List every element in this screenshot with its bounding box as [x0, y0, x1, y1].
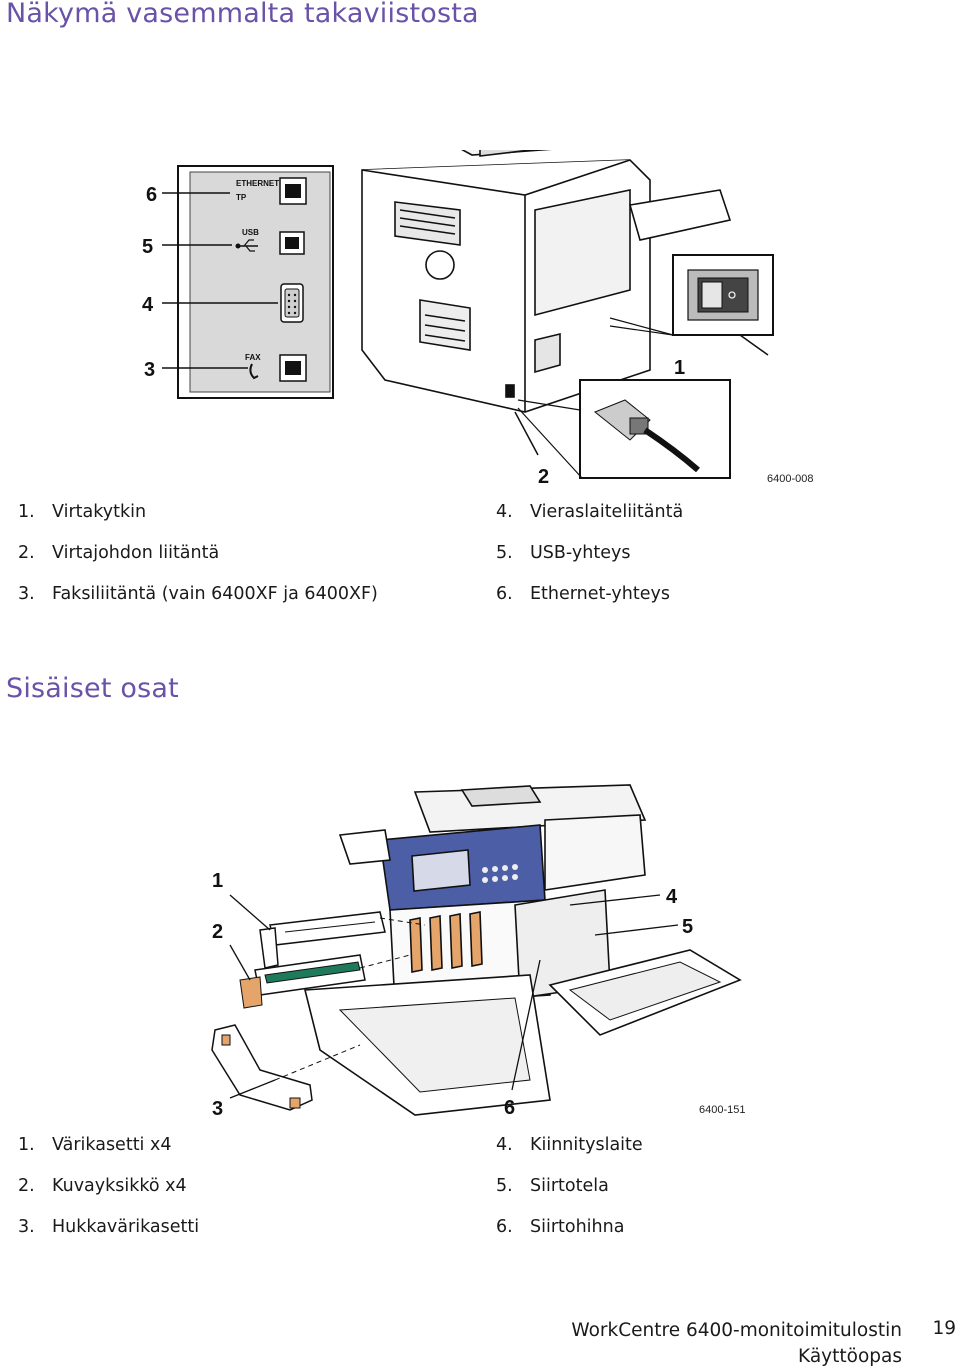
footer-guide-name: Käyttöopas — [798, 1346, 902, 1367]
figure-code-rear: 6400-008 — [767, 473, 814, 485]
callout-5: 5 — [142, 236, 153, 258]
legend-item: 2.Virtajohdon liitäntä — [18, 543, 220, 563]
toner-cartridge — [259, 911, 386, 969]
fax-port-icon — [279, 354, 307, 382]
internal-parts-legend-left: 1.Värikasetti x4 2.Kuvayksikkö x4 3.Hukk… — [18, 1125, 199, 1248]
callout-6: 6 — [504, 1097, 515, 1119]
legend-item: 1.Virtakytkin — [18, 502, 147, 522]
figure-code-internal: 6400-151 — [699, 1104, 746, 1116]
callout-4: 4 — [666, 886, 678, 908]
callout-1: 1 — [212, 870, 223, 892]
foreign-device-port-icon — [280, 283, 304, 323]
callout-3: 3 — [212, 1098, 223, 1120]
callout-4: 4 — [142, 294, 154, 316]
legend-item: 1.Värikasetti x4 — [18, 1135, 172, 1155]
callout-6: 6 — [146, 184, 157, 206]
rear-view-legend-left: 1.Virtakytkin 2.Virtajohdon liitäntä 3.F… — [18, 492, 378, 615]
phone-icon — [249, 363, 259, 380]
legend-item: 6.Siirtohihna — [496, 1217, 625, 1237]
legend-item: 5.Siirtotela — [496, 1176, 609, 1196]
legend-item: 3.Hukkavärikasetti — [18, 1217, 200, 1237]
internal-parts-legend-right: 4.Kiinnityslaite 5.Siirtotela 6.Siirtohi… — [496, 1125, 643, 1248]
rear-view-illustration: ETHERNET TP USB FAX 6 5 4 3 — [142, 150, 774, 488]
page-number: 19 — [932, 1318, 956, 1339]
callout-1: 1 — [674, 357, 685, 379]
callout-2: 2 — [212, 921, 223, 943]
ethernet-port-icon — [279, 177, 307, 205]
legend-item: 4.Vieraslaiteliitäntä — [496, 502, 684, 522]
legend-item: 6.Ethernet-yhteys — [496, 584, 670, 604]
section-title-rear-view: Näkymä vasemmalta takaviistosta — [6, 0, 479, 29]
usb-port-icon — [279, 231, 305, 255]
usb-symbol-icon — [235, 239, 258, 252]
printer-open-body — [338, 784, 647, 1006]
rear-view-legend-right: 4.Vieraslaiteliitäntä 5.USB-yhteys 6.Eth… — [496, 492, 683, 615]
footer-product-name: WorkCentre 6400-monitoimitulostin — [571, 1320, 902, 1341]
section-title-internal-parts: Sisäiset osat — [6, 673, 179, 704]
power-switch-inset — [672, 254, 774, 336]
legend-item: 3.Faksiliitäntä (vain 6400XF ja 6400XF) — [18, 584, 378, 604]
tp-label: TP — [236, 193, 247, 202]
internal-parts-illustration: 1 2 3 4 5 6 — [211, 784, 742, 1120]
usb-label: USB — [242, 228, 259, 237]
callout-2: 2 — [538, 466, 549, 488]
waste-toner-cartridge — [211, 1024, 313, 1111]
legend-item: 4.Kiinnityslaite — [496, 1135, 643, 1155]
page-footer: WorkCentre 6400-monitoimitulostin Käyttö… — [571, 1318, 902, 1370]
callout-5: 5 — [682, 916, 693, 938]
ethernet-label: ETHERNET — [236, 179, 279, 188]
legend-item: 2.Kuvayksikkö x4 — [18, 1176, 187, 1196]
power-cord-inset — [579, 379, 731, 479]
legend-item: 5.USB-yhteys — [496, 543, 631, 563]
fax-label: FAX — [245, 353, 261, 362]
imaging-unit — [239, 954, 366, 1009]
printer-rear-body — [361, 150, 732, 413]
callout-3: 3 — [144, 359, 155, 381]
